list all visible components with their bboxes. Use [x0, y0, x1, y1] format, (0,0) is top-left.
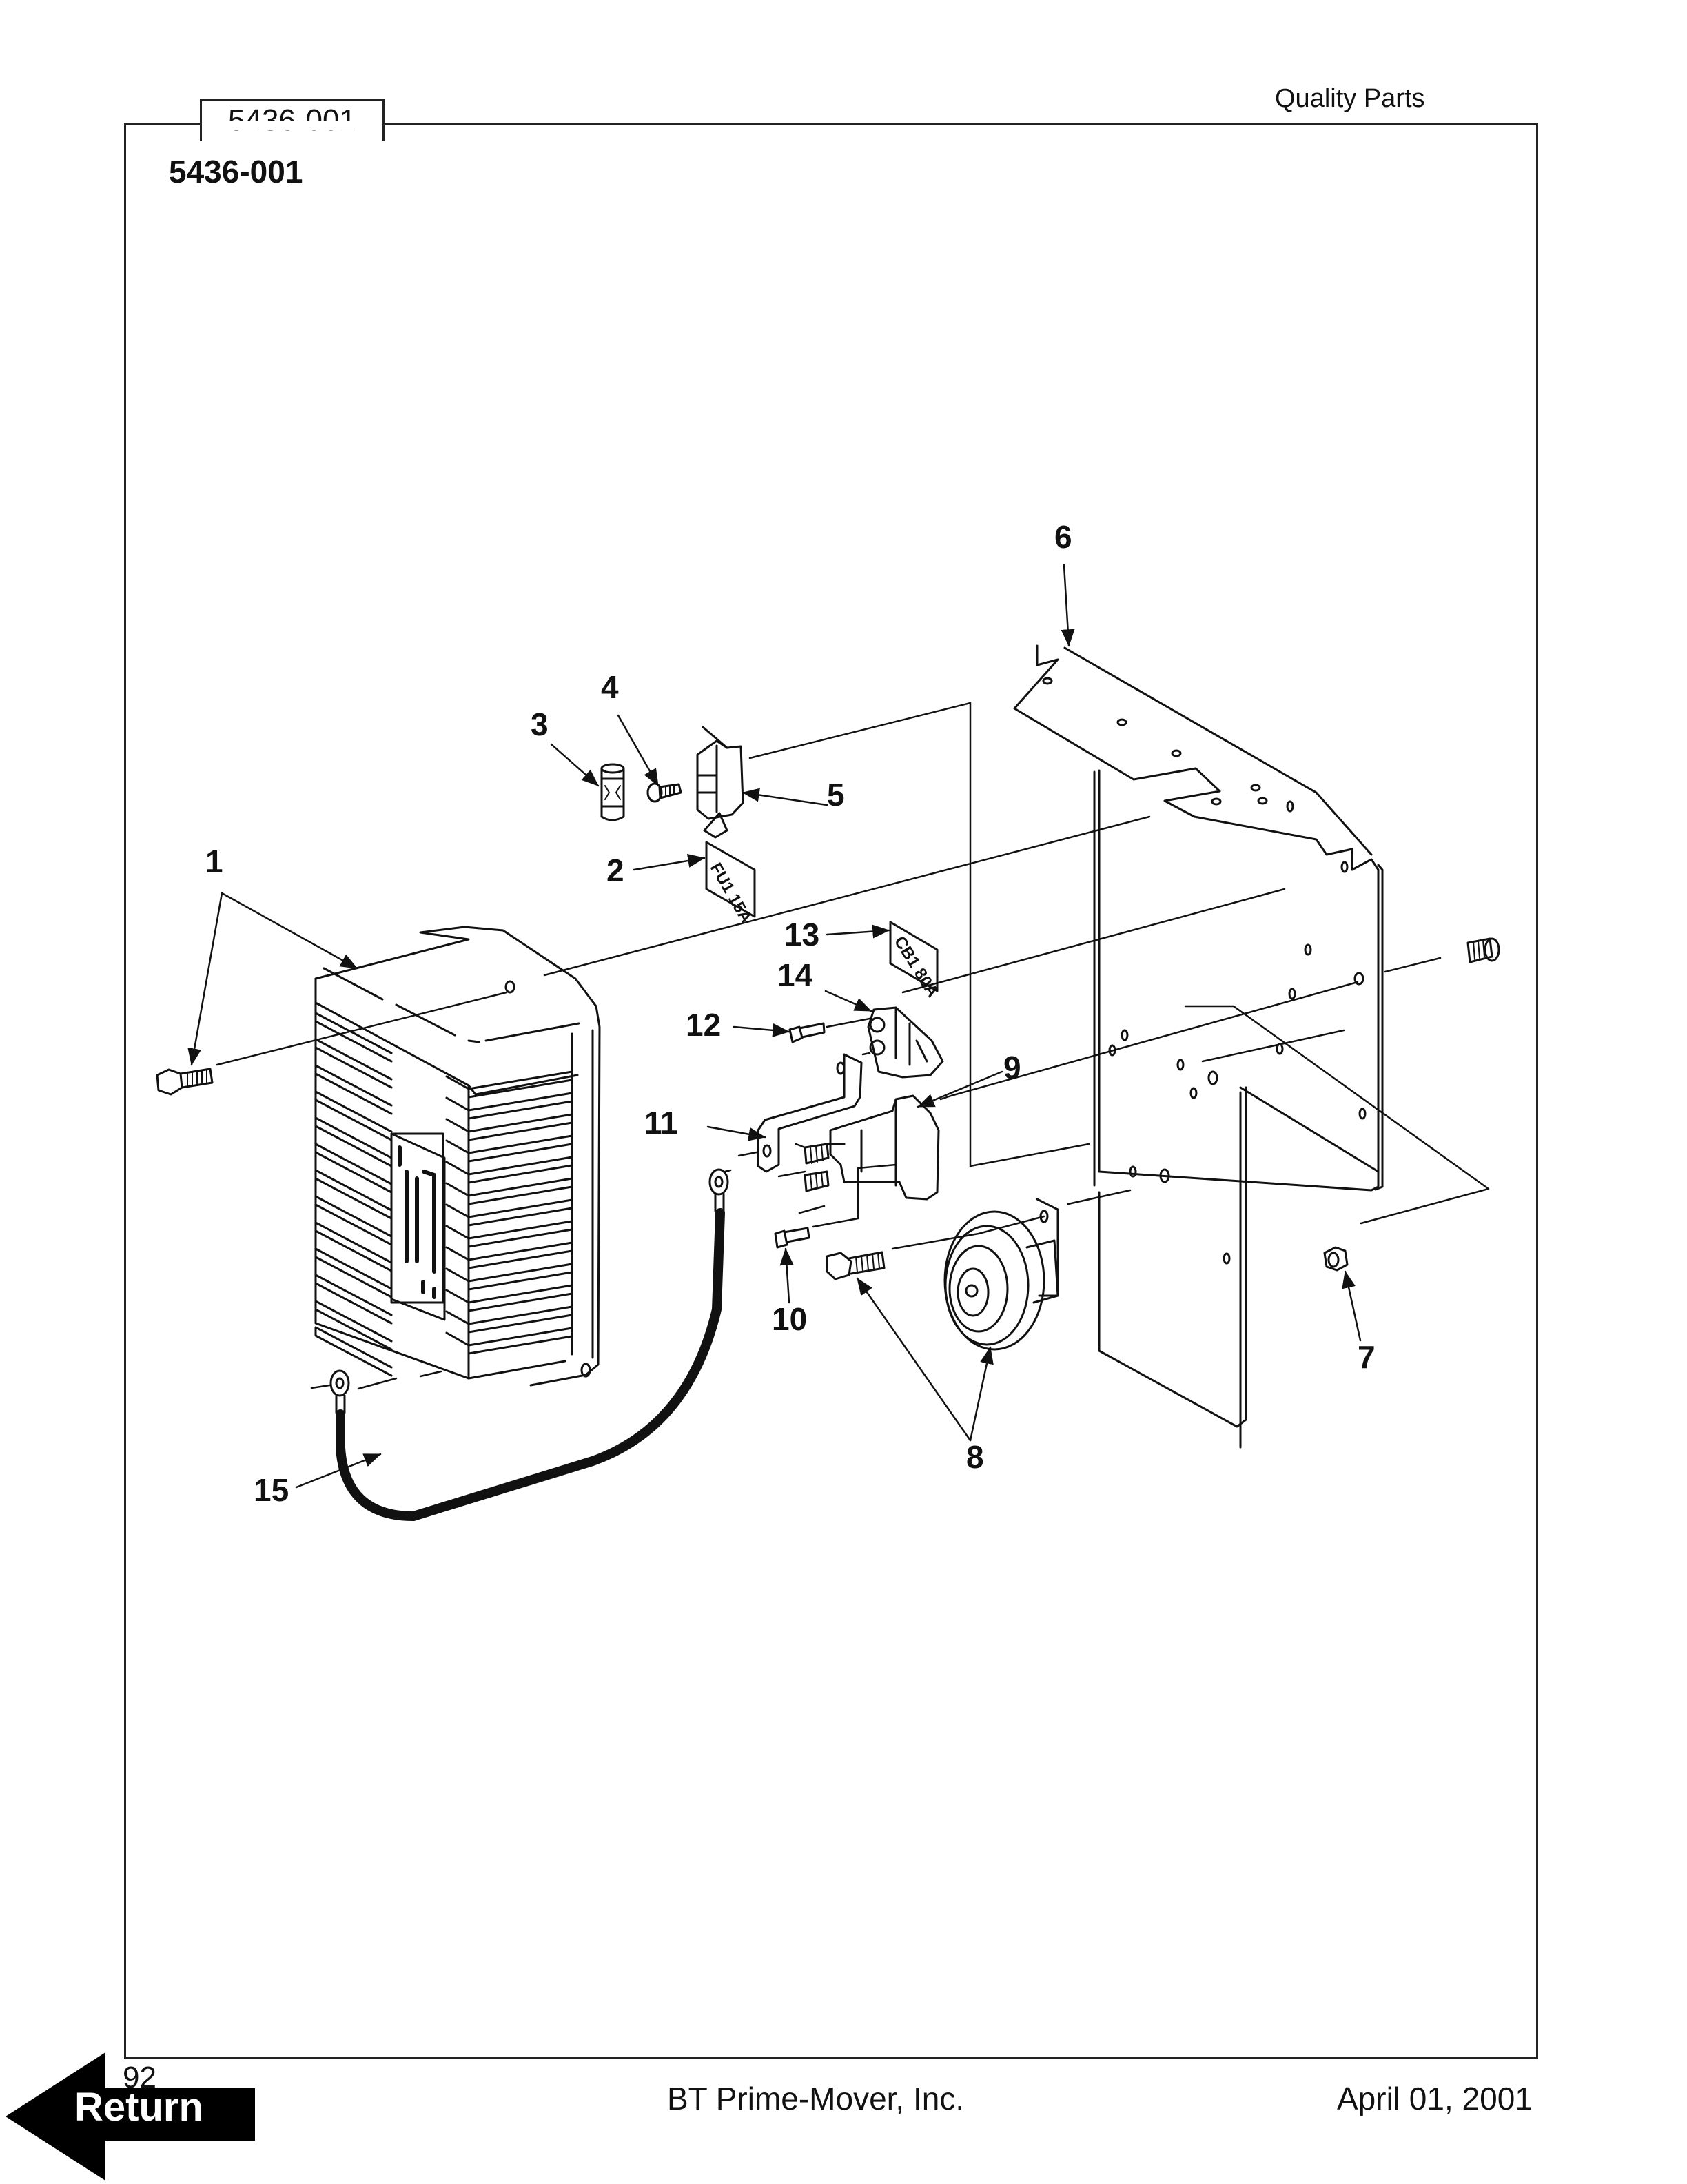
screw-part-10	[774, 1227, 810, 1249]
fin-right	[445, 1070, 573, 1099]
fin-right	[445, 1134, 573, 1163]
fin-right	[445, 1263, 573, 1291]
fin-left	[314, 1221, 393, 1272]
figure-title: 5436-001	[169, 154, 303, 190]
assembly-lines	[216, 702, 1490, 1390]
fin-left	[314, 1169, 393, 1220]
page-frame	[124, 123, 1538, 2059]
callout-8: 8	[966, 1439, 984, 1475]
controller-unit	[314, 926, 601, 1387]
fin-right	[445, 1220, 573, 1248]
callout-2: 2	[606, 853, 624, 888]
footer-date: April 01, 2001	[1337, 2081, 1533, 2116]
fin-right	[445, 1327, 573, 1355]
fin-left	[314, 1195, 393, 1246]
fin-right	[445, 1305, 573, 1334]
footer-company: BT Prime-Mover, Inc.	[667, 2081, 965, 2116]
callout-14: 14	[777, 957, 813, 993]
figure-tab: 5436-001	[200, 99, 385, 141]
callout-leaders	[187, 564, 1362, 1489]
callout-6: 6	[1054, 519, 1072, 555]
screw-right	[1466, 937, 1500, 963]
callout-12: 12	[686, 1007, 721, 1043]
fin-right	[445, 1092, 573, 1120]
tab-gap	[202, 121, 382, 130]
callout-5: 5	[827, 777, 845, 813]
callout-13: 13	[784, 917, 819, 952]
fin-right	[445, 1284, 573, 1312]
fin-left	[314, 1038, 393, 1089]
solenoid-part-9	[804, 1094, 940, 1201]
heat-sink-fins-right	[445, 1070, 573, 1355]
heat-sink-fins-left	[314, 1012, 393, 1377]
capscrew-part-1	[156, 1068, 214, 1096]
return-label[interactable]: Return	[74, 2085, 203, 2130]
callout-15: 15	[254, 1472, 289, 1508]
brand-header: Quality Parts	[1275, 84, 1425, 113]
callout-3: 3	[531, 706, 549, 742]
fuse-part-3	[600, 763, 625, 821]
callout-1: 1	[205, 844, 223, 879]
fin-left	[314, 1247, 393, 1298]
fin-left	[314, 1326, 393, 1377]
fin-right	[445, 1113, 573, 1141]
fin-right	[445, 1156, 573, 1184]
screw-part-4	[646, 782, 682, 803]
callout-7: 7	[1358, 1339, 1376, 1375]
callout-9: 9	[1003, 1050, 1021, 1085]
fin-left	[314, 1116, 393, 1167]
fin-right	[445, 1198, 573, 1227]
horn-part-8	[826, 1198, 1059, 1351]
callout-numbers: 1 2 3 4 5 6 7 8 9 10 11 12 13 14 15	[205, 519, 1376, 1508]
left-arrow-icon	[6, 2052, 255, 2181]
nut-part-7	[1323, 1246, 1349, 1272]
fuse-holder-part-5	[696, 726, 744, 839]
callout-4: 4	[601, 669, 619, 705]
callout-10: 10	[772, 1301, 807, 1337]
fin-left	[314, 1012, 393, 1063]
fin-left	[314, 1090, 393, 1141]
cable-part-15	[329, 1168, 729, 1521]
bracket-part-11	[757, 1053, 863, 1173]
fin-left	[314, 1143, 393, 1194]
circuit-breaker-part-14	[867, 1006, 944, 1079]
fuse-decal-part-2: FU1 15A	[705, 841, 756, 926]
fin-right	[445, 1177, 573, 1205]
fin-left	[314, 1300, 393, 1351]
fin-left	[314, 1064, 393, 1115]
screw-part-12	[788, 1022, 826, 1043]
fin-left	[314, 1274, 393, 1325]
fin-right	[445, 1241, 573, 1269]
mounting-bracket	[1013, 644, 1384, 1449]
return-button[interactable]	[6, 2052, 260, 2181]
callout-11: 11	[644, 1105, 678, 1141]
